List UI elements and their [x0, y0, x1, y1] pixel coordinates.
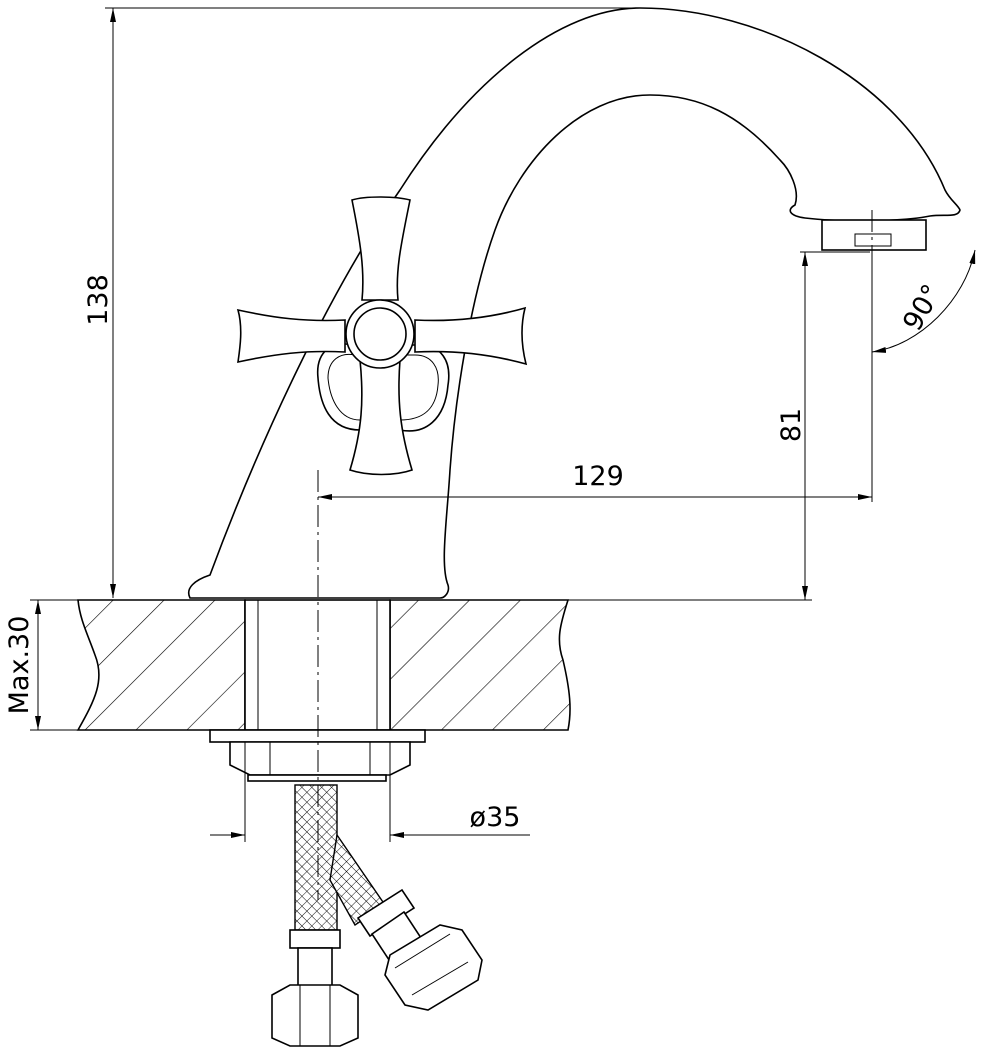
label-max-thickness: Max.30 [4, 616, 35, 715]
faucet-spout [188, 7, 961, 599]
label-hole-diameter: ø35 [470, 802, 521, 833]
label-spout-height: 81 [776, 408, 807, 442]
dimension-counter-thickness: Max.30 [4, 599, 78, 731]
countertop-section [76, 599, 571, 731]
dimension-spout-height: 81 [568, 251, 870, 601]
aerator [821, 219, 927, 251]
dimension-swivel-angle: 90° [871, 249, 976, 353]
dimension-spout-reach: 129 [318, 260, 873, 502]
label-spout-reach: 129 [572, 461, 624, 492]
cross-handle [236, 196, 528, 476]
dimension-hole-diameter: ø35 [210, 742, 530, 842]
label-swivel-angle: 90° [897, 279, 948, 336]
dimension-total-height: 138 [83, 7, 640, 598]
supply-hoses [271, 784, 483, 1047]
label-total-height: 138 [83, 274, 114, 326]
